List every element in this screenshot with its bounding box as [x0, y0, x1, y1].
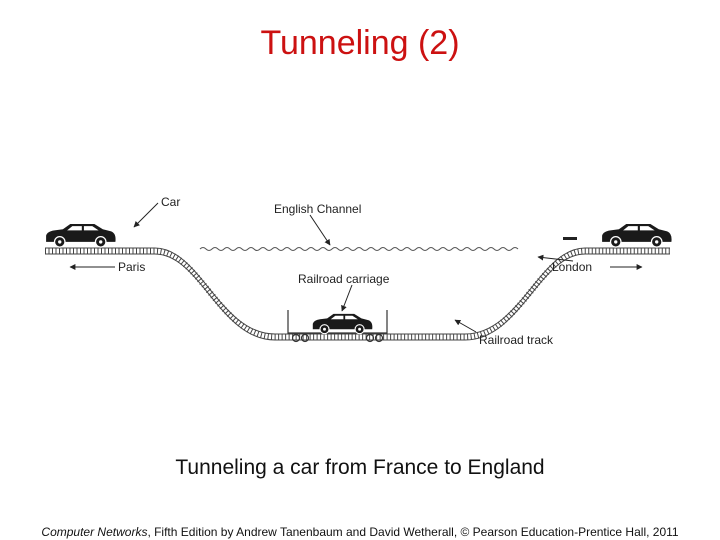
tunneling-diagram-svg: Car English Channel Paris London Railroa…: [45, 195, 673, 347]
car-pointer-arrow: [133, 202, 159, 228]
london-pointer-arrow: [537, 254, 574, 262]
track-pointer-arrow: [454, 319, 477, 333]
car-paris: [45, 223, 117, 248]
railroad-track-rail-bottom: [45, 253, 670, 341]
railroad-track-ties: [45, 248, 670, 340]
carriage-pointer-arrow: [341, 284, 353, 312]
tunneling-diagram: Car English Channel Paris London Railroa…: [30, 185, 700, 365]
footer-citation: Computer Networks, Fifth Edition by Andr…: [0, 525, 720, 539]
carriage-wheels: [291, 333, 384, 343]
label-paris: Paris: [118, 260, 145, 274]
figure-caption: Tunneling a car from France to England: [175, 456, 545, 479]
channel-pointer-arrow: [309, 214, 331, 246]
car-in-carriage: [312, 313, 373, 335]
railroad-carriage: [287, 310, 388, 334]
label-railroad-track: Railroad track: [479, 333, 554, 347]
channel-water-surface: [199, 247, 519, 251]
label-london: London: [552, 260, 592, 274]
slide-title: Tunneling (2): [260, 24, 460, 62]
car-london: [601, 223, 673, 248]
footer-book-title: Computer Networks: [41, 525, 148, 539]
label-railroad-carriage: Railroad carriage: [298, 272, 390, 286]
london-marker: [563, 237, 577, 240]
label-car: Car: [161, 195, 180, 209]
label-english-channel: English Channel: [274, 202, 361, 216]
footer-citation-rest: , Fifth Edition by Andrew Tanenbaum and …: [147, 525, 679, 539]
